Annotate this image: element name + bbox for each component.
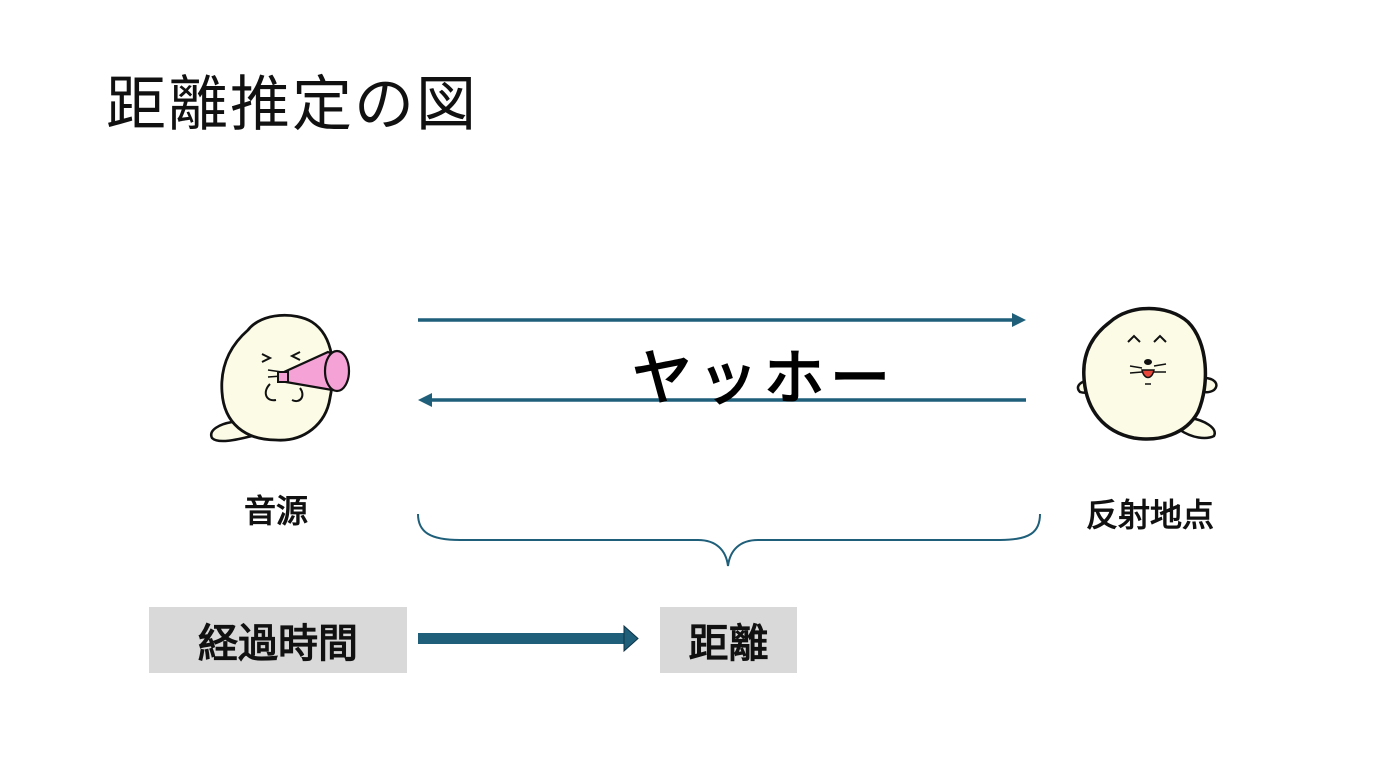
curly-brace-icon — [417, 513, 1041, 567]
elapsed-time-box: 経過時間 — [149, 607, 407, 673]
slide-title: 距離推定の図 — [106, 70, 478, 140]
elapsed-time-text: 経過時間 — [198, 621, 358, 667]
reflection-point-label: 反射地点 — [1086, 496, 1215, 534]
echo-text: ヤッホー — [632, 344, 896, 414]
seal-with-megaphone-icon — [209, 313, 351, 443]
sound-source-label: 音源 — [244, 492, 309, 530]
right-arrow-icon — [418, 624, 639, 653]
distance-text: 距離 — [688, 621, 769, 667]
outgoing-arrow — [418, 313, 1026, 327]
distance-box: 距離 — [660, 607, 797, 673]
returning-arrow — [418, 393, 1026, 407]
seal-listening-icon — [1076, 306, 1218, 441]
